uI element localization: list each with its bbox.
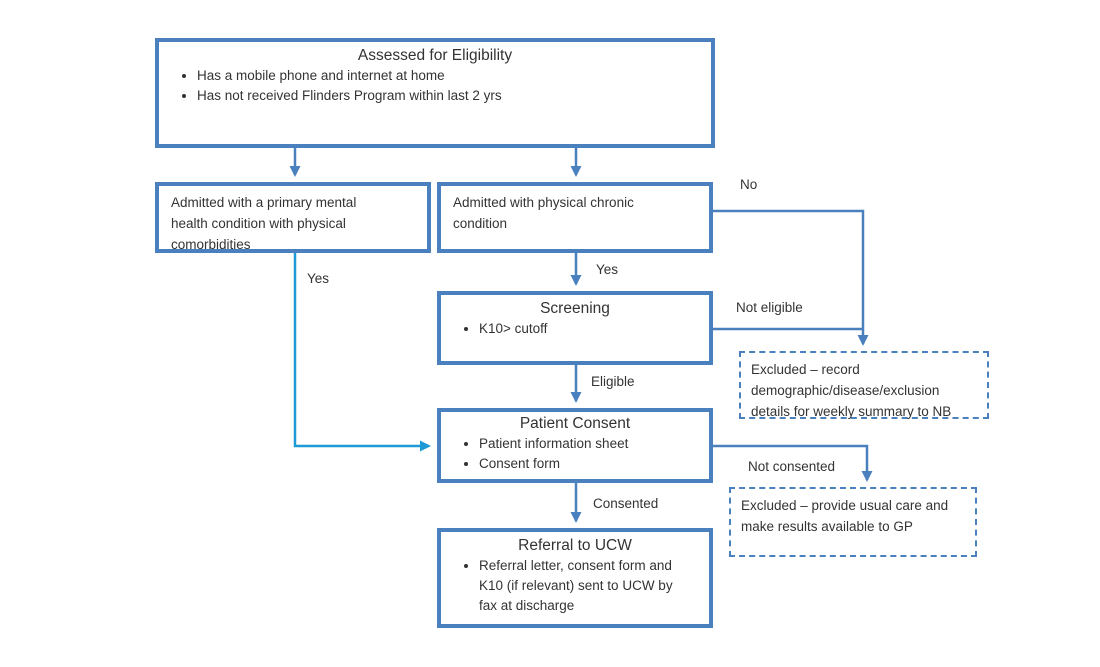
bullet-list: Has a mobile phone and internet at home … — [171, 66, 699, 106]
node-title: Referral to UCW — [518, 537, 632, 554]
edge-label-not-eligible: Not eligible — [736, 300, 803, 315]
connector-consent-not-consented-to-excluded — [713, 444, 873, 482]
bullet-item: K10> cutoff — [479, 319, 697, 339]
bullet-item: Patient information sheet — [479, 434, 697, 454]
node-screening: Screening K10> cutoff — [437, 291, 713, 365]
bullet-list: K10> cutoff — [453, 319, 697, 339]
bullet-list: Referral letter, consent form and K10 (i… — [453, 556, 697, 616]
node-admitted-mental-health: Admitted with a primary mental health co… — [155, 182, 431, 253]
node-excluded-usual-care: Excluded – provide usual care and make r… — [729, 487, 977, 557]
bullet-list: Patient information sheet Consent form — [453, 434, 697, 474]
node-referral-to-ucw: Referral to UCW Referral letter, consent… — [437, 528, 713, 628]
node-text: Excluded – record demographic/disease/ex… — [751, 362, 952, 419]
node-text: Admitted with physical chronic condition — [453, 195, 634, 231]
edge-label-consented: Consented — [593, 496, 659, 511]
node-title: Assessed for Eligibility — [357, 47, 513, 64]
edge-label-no: No — [740, 177, 758, 192]
node-text: Admitted with a primary mental health co… — [171, 195, 357, 252]
bullet-item: Referral letter, consent form and K10 (i… — [479, 556, 687, 616]
edge-label-eligible: Eligible — [591, 374, 635, 389]
node-excluded-record-details: Excluded – record demographic/disease/ex… — [739, 351, 989, 419]
edge-label-not-consented: Not consented — [748, 459, 836, 474]
node-assessed-for-eligibility: Assessed for Eligibility Has a mobile ph… — [155, 38, 715, 148]
node-admitted-physical-chronic: Admitted with physical chronic condition — [437, 182, 713, 253]
bullet-item: Consent form — [479, 454, 697, 474]
bullet-item: Has not received Flinders Program within… — [197, 86, 699, 106]
bullet-item: Has a mobile phone and internet at home — [197, 66, 699, 86]
edge-label-yes-right: Yes — [596, 262, 619, 277]
node-patient-consent: Patient Consent Patient information shee… — [437, 408, 713, 483]
connector-chronic-no-to-excluded — [713, 209, 869, 346]
edge-label-yes-left: Yes — [307, 271, 330, 286]
node-text: Excluded – provide usual care and make r… — [741, 498, 949, 534]
node-title: Patient Consent — [519, 415, 631, 432]
connector-mental-yes-to-consent — [293, 253, 431, 452]
node-title: Screening — [540, 300, 610, 317]
